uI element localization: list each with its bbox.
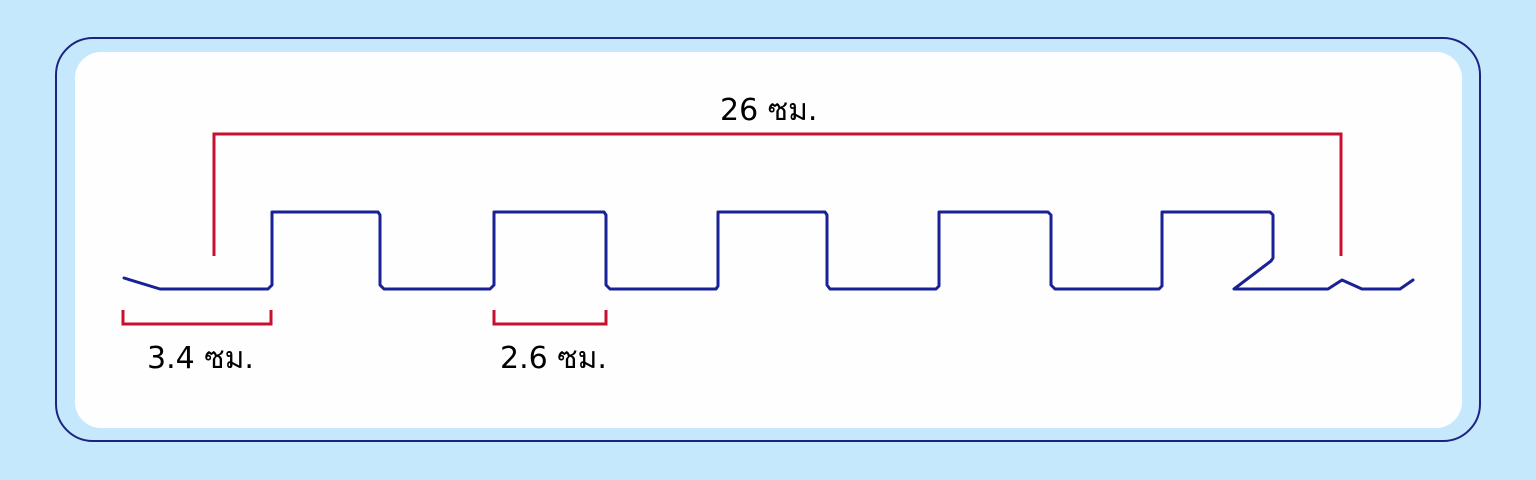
rib-top-dimension-line [492, 310, 608, 326]
rib-pitch-label: 3.4 ซม. [147, 341, 254, 376]
sheet-profile-line [122, 210, 1415, 291]
total-width-dimension-line [212, 132, 1343, 256]
rib-top-label: 2.6 ซม. [500, 341, 607, 376]
diagram-panel [75, 52, 1462, 428]
total-width-label: 26 ซม. [720, 93, 818, 128]
rib-pitch-dimension-line [121, 310, 273, 326]
